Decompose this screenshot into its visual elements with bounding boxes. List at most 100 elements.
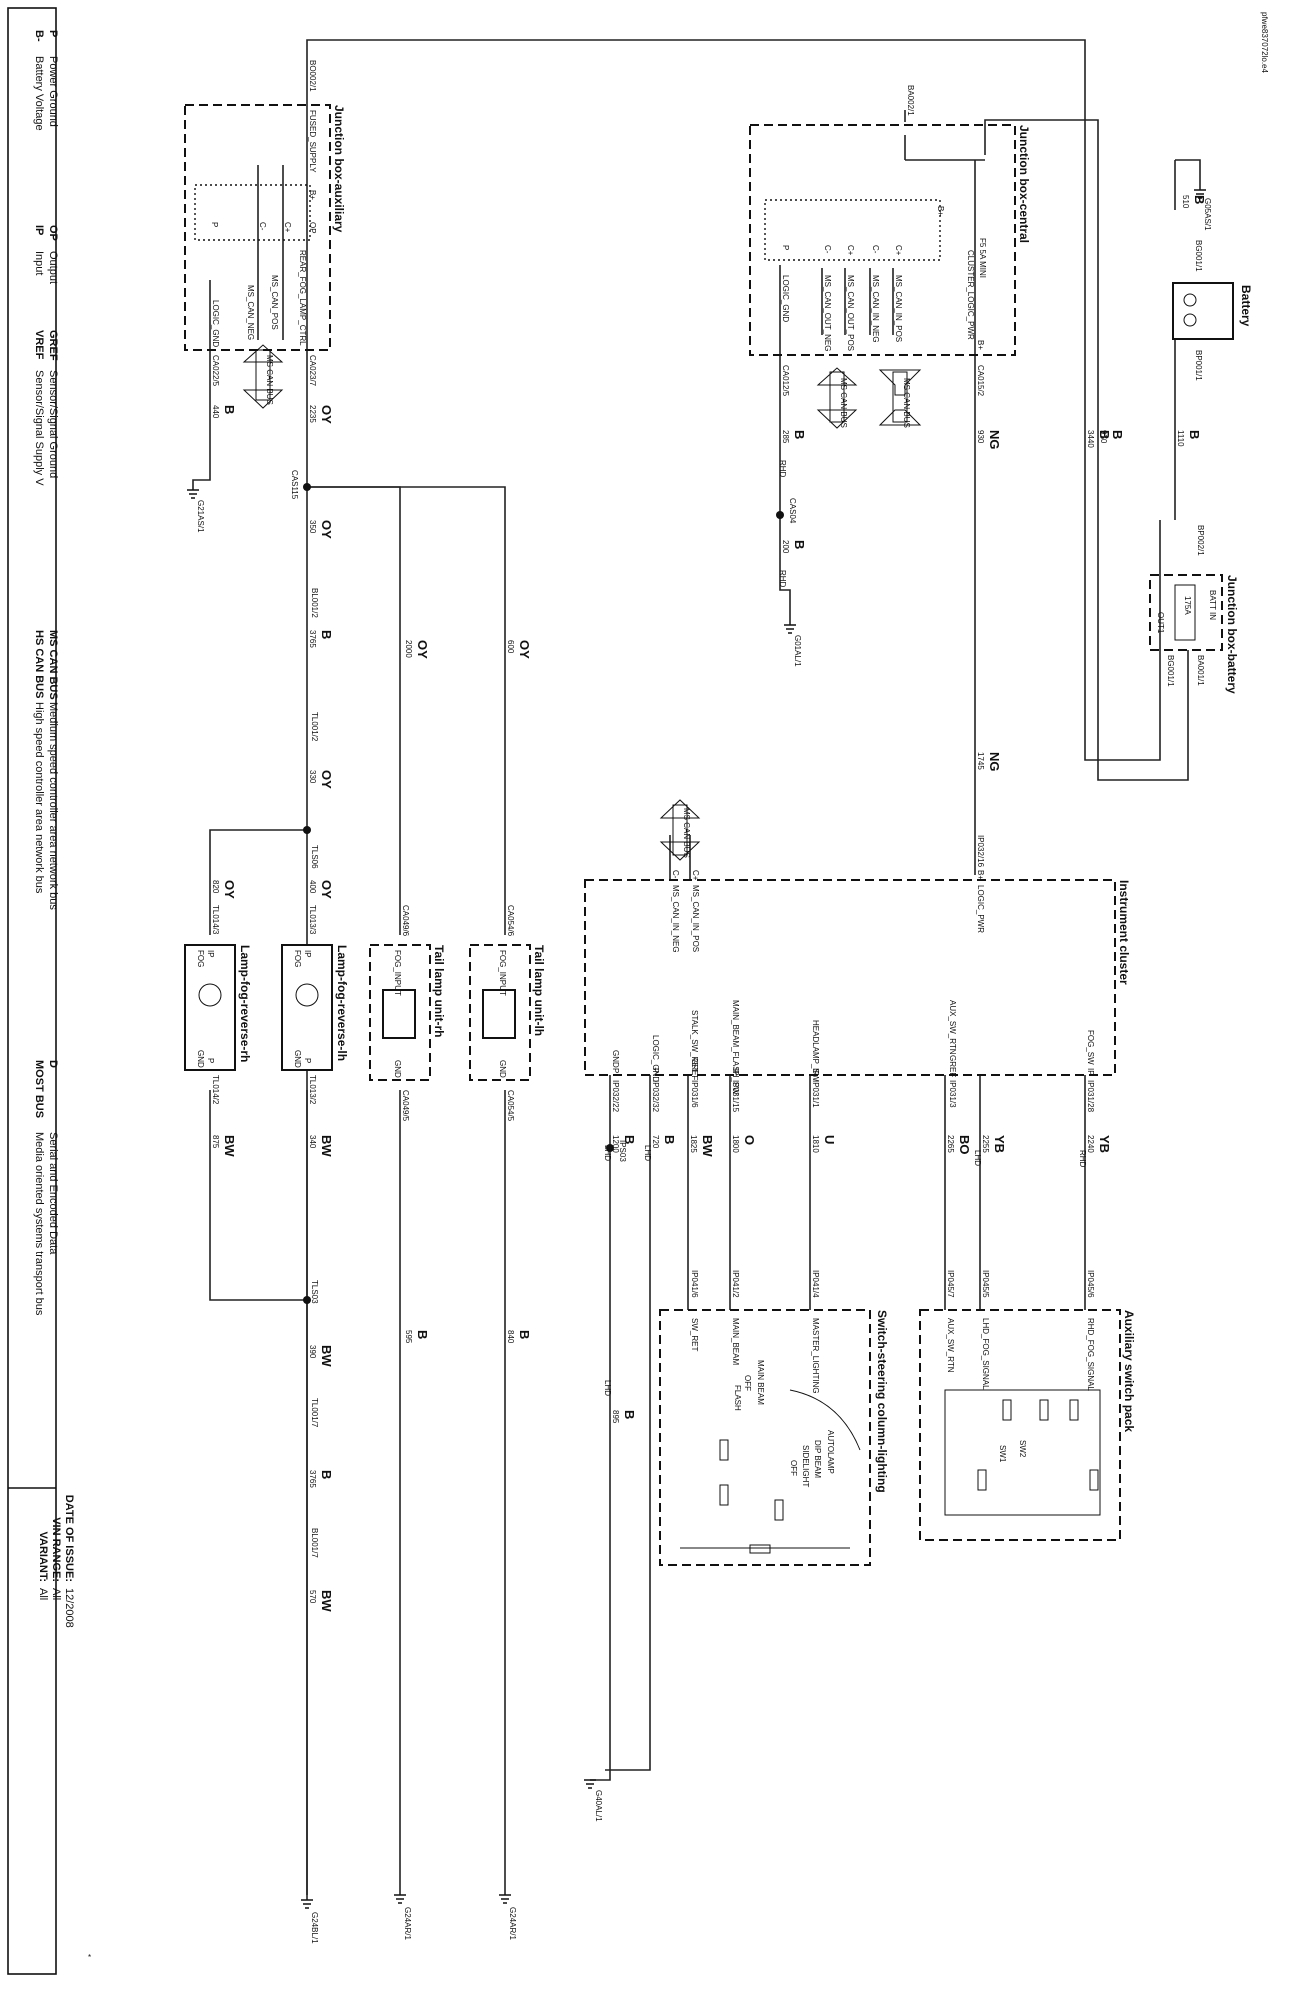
wire-color-label: O <box>742 1135 757 1145</box>
region-label: LHD <box>603 1380 612 1396</box>
fuse-label: 175A <box>1183 596 1192 615</box>
wire-number-label: 570 <box>308 1590 317 1604</box>
wire-color-label: OY <box>517 640 532 659</box>
wire-number-label: 340 <box>308 1135 317 1149</box>
pin-type: B+ <box>976 870 985 880</box>
wire-number-label: 1200 <box>611 1135 620 1153</box>
vin-range-label: VIN RANGE: <box>50 1517 62 1582</box>
signal-label: LOGIC_GND <box>781 275 790 322</box>
wire-color-label: B <box>1192 195 1207 204</box>
pin-type: C+ <box>846 245 855 256</box>
pin-label: IP045/7 <box>946 1270 955 1298</box>
signal-label: LHD_FOG_SIGNAL <box>981 1318 990 1390</box>
pin-type: C- <box>823 245 832 254</box>
lamp-pin: GND <box>196 1050 205 1068</box>
pin-label: IP032/32 <box>651 1080 660 1113</box>
signal-label: FOG_SW <box>1086 1030 1095 1065</box>
legend-key: GREF <box>47 330 59 361</box>
wire-color-label: BO <box>957 1135 972 1155</box>
battery-title: Battery <box>1239 285 1253 327</box>
switch-label: FLASH <box>733 1385 742 1411</box>
pin-label: IP031/3 <box>948 1080 957 1108</box>
pin-type: P <box>210 222 219 227</box>
pin-label: CA022/5 <box>211 355 220 387</box>
lamp-fog-reverse-rh: Lamp-fog-reverse-rh TL014/3 TL014/2 FOG … <box>184 905 252 1105</box>
wire-color-label: B <box>792 430 807 439</box>
pin-type: C+ <box>691 870 700 881</box>
legend-text: Sensor/Signal Ground <box>47 370 59 478</box>
lamp-fog-reverse-lh: Lamp-fog-reverse-lh TL013/3 TL013/2 FOG … <box>281 905 349 1105</box>
wire-network <box>192 39 1201 1900</box>
wire-color-label: B <box>622 1410 637 1419</box>
wire-color-label: OY <box>415 640 430 659</box>
legend-text: Medium speed controller area network bus <box>47 702 59 910</box>
splice-label: BL001/2 <box>310 588 319 618</box>
wire-number-label: 200 <box>781 540 790 554</box>
pin-label: BG001/1 <box>1166 655 1175 687</box>
auxiliary-switch-pack: Auxiliary switch pack RHD_FOG_SIGNAL LHD… <box>919 1270 1136 1541</box>
wire-number-label: 2000 <box>404 640 413 658</box>
pin-type: B+ <box>976 340 985 350</box>
pin-label: CA012/5 <box>781 365 790 397</box>
signal-label: REAR_FOG_LAMP_CTRL <box>298 250 307 346</box>
pin-label: TL013/2 <box>308 1075 317 1105</box>
pin-label: BG001/1 <box>1194 240 1203 272</box>
pin-label: CA054/5 <box>506 1090 515 1122</box>
lamp-pin: GND <box>293 1050 302 1068</box>
pin-label: IP031/6 <box>690 1080 699 1108</box>
variant-value: All <box>37 1588 49 1600</box>
switch-label: AUTOLAMP <box>826 1430 835 1474</box>
date-of-issue-label: DATE OF ISSUE: <box>63 1495 75 1582</box>
wire-color-label: B <box>517 1330 532 1339</box>
legend-key: HS CAN BUS <box>33 630 45 698</box>
wire-color-label: YB <box>992 1135 1007 1153</box>
lfr-title: Lamp-fog-reverse-rh <box>238 945 252 1062</box>
wire-number-label: 2235 <box>308 405 317 423</box>
pin-label: BO002/1 <box>308 60 317 92</box>
lamp-pin: P <box>303 1058 312 1063</box>
pin-label: IP045/5 <box>981 1270 990 1298</box>
legend-text: Battery Voltage <box>33 56 45 131</box>
wire-color-label: NG <box>987 430 1002 450</box>
ground-label: G40AL/1 <box>594 1790 603 1822</box>
pin-type: B+ <box>308 190 317 200</box>
wire-number-label: 930 <box>976 430 985 444</box>
battery: Battery BG001/1 BP001/1 <box>1172 240 1253 381</box>
legend-text: Media oriented systems transport bus <box>33 1132 45 1316</box>
pin-type: IP <box>811 1068 820 1076</box>
wire-number-label: 285 <box>781 430 790 444</box>
wire-color-label: B <box>1187 430 1202 439</box>
wire-number-label: 970 <box>1099 430 1108 444</box>
wire-color-label: B <box>319 630 334 639</box>
switch-label: DIP BEAM <box>813 1440 822 1478</box>
pin-type: GREF <box>690 1058 699 1080</box>
lamp-pin: FOG_INPUT <box>498 950 507 996</box>
lamp-pin: IP <box>303 950 312 958</box>
switch-label: MAIN BEAM <box>756 1360 765 1405</box>
switch-label: OFF <box>743 1375 752 1391</box>
pin-label: TL014/3 <box>211 905 220 935</box>
wire-color-label: B <box>415 1330 430 1339</box>
ssc-title: Switch-steering column-lighting <box>875 1310 889 1493</box>
switch-steering-column: Switch-steering column-lighting MASTER_L… <box>659 1270 889 1566</box>
wire-number-label: 2240 <box>1086 1135 1095 1153</box>
wire-color-label: B <box>1110 430 1125 439</box>
wire-color-label: U <box>822 1135 837 1144</box>
wire-color-label: B <box>792 540 807 549</box>
splice-label: CAS04 <box>788 498 797 524</box>
ic-title: Instrument cluster <box>1117 880 1131 985</box>
lamp-pin: FOG <box>196 950 205 967</box>
wire-color-label: BW <box>319 1590 334 1612</box>
pin-type: IP <box>731 1068 740 1076</box>
pin-label: IP041/4 <box>811 1270 820 1298</box>
ground-points: G05AS/1 G01AL/1 G21AS/1 G40AL/1 G24BL/1 … <box>187 189 1212 1944</box>
wire-number-label: 3440 <box>1086 430 1095 448</box>
region-label: RHD <box>778 460 787 478</box>
pin-type: C- <box>671 870 680 879</box>
legend-text: Output <box>47 251 59 284</box>
pin-label: CA023/7 <box>308 355 317 387</box>
pin-type: P <box>651 1068 660 1073</box>
wire-color-label: NG <box>987 752 1002 772</box>
signal-label: MAIN_BEAM_FLASH_SW <box>731 1000 740 1095</box>
